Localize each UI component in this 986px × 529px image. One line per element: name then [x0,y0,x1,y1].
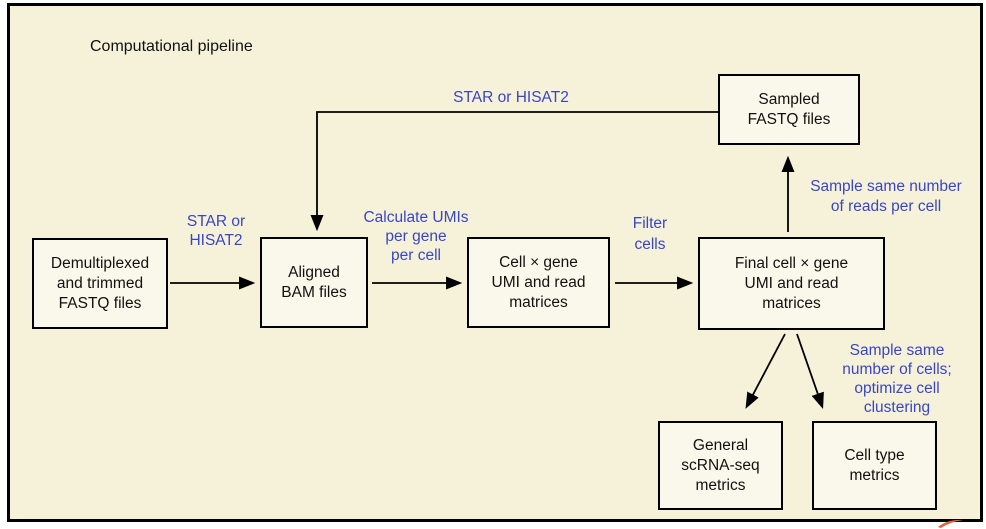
node-sampled-fastq: Sampled FASTQ files [718,74,860,145]
edge-label-star-hisat2-left: STAR or HISAT2 [186,213,246,249]
arrow-final-to-celltype [796,333,824,410]
edge-label-filter-cells: Filter cells [632,215,668,253]
node-general-scrna-metrics: General scRNA-seq metrics [658,421,783,510]
node-aligned-bam: Aligned BAM files [260,237,368,328]
edge-label-sample-cells: Sample same number of cells; optimize ce… [842,342,952,416]
node-final-matrices: Final cell × gene UMI and read matrices [698,237,885,330]
edge-label-calculate-umis: Calculate UMIs per gene per cell [363,209,469,264]
arrow-final-to-general [745,333,786,409]
node-cell-gene-matrices: Cell × gene UMI and read matrices [467,237,610,328]
node-demultiplexed-fastq: Demultiplexed and trimmed FASTQ files [32,238,168,329]
node-cell-type-metrics: Cell type metrics [812,421,937,510]
arrow-sampled-to-bam [310,111,718,232]
diagram-title: Computational pipeline [90,38,253,55]
edge-label-sample-reads: Sample same number of reads per cell [810,178,962,215]
edge-label-star-hisat2-top: STAR or HISAT2 [453,89,569,106]
orange-corner-mark [938,519,963,528]
